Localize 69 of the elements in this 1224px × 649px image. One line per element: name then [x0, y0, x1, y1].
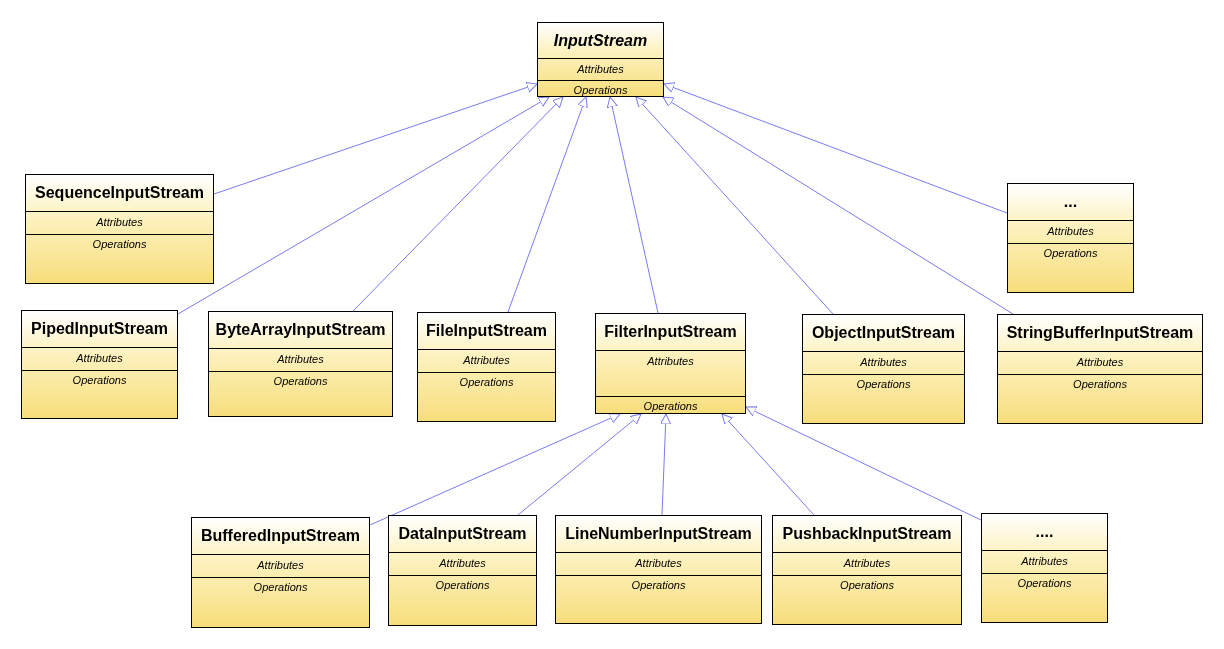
attributes-label: Attributes: [439, 557, 486, 569]
operations-label: Operations: [1073, 378, 1127, 390]
attributes-label: Attributes: [463, 354, 510, 366]
class-name: ByteArrayInputStream: [215, 321, 386, 339]
operations-label: Operations: [643, 400, 698, 412]
class-name: FilterInputStream: [604, 323, 737, 341]
attributes-label: Attributes: [277, 353, 324, 365]
class-box: [388, 515, 537, 626]
inheritance-arrow: [507, 96, 588, 313]
operations-label: Operations: [631, 579, 686, 591]
class-name: StringBufferInputStream: [1006, 324, 1194, 342]
attributes-label: Attributes: [1047, 225, 1094, 237]
class-box: [772, 515, 962, 625]
operations-label: Operations: [273, 375, 328, 387]
class-name: FileInputStream: [426, 322, 547, 340]
inheritance-arrow: [662, 96, 1014, 315]
class-box: [555, 515, 762, 624]
operations-label: Operations: [459, 376, 514, 388]
class-name: DataInputStream: [398, 525, 527, 543]
class-box: [191, 517, 370, 628]
class-box: [21, 310, 178, 419]
attributes-label: Attributes: [635, 557, 682, 569]
inheritance-arrow: [663, 82, 1008, 214]
class-name: ObjectInputStream: [811, 324, 956, 342]
operations-label: Operations: [840, 579, 894, 591]
class-box: [25, 174, 214, 284]
class-name: ...: [1063, 193, 1078, 211]
attributes-label: Attributes: [647, 355, 694, 367]
attributes-label: Attributes: [76, 352, 123, 364]
class-name: LineNumberInputStream: [565, 525, 752, 543]
operations-label: Operations: [435, 579, 490, 591]
class-name: BufferedInputStream: [200, 527, 361, 545]
inheritance-arrow: [517, 413, 642, 516]
inheritance-arrow: [660, 413, 672, 516]
operations-label: Operations: [72, 374, 127, 386]
class-name: SequenceInputStream: [35, 184, 204, 202]
class-box: [981, 513, 1108, 623]
class-name: ....: [1035, 523, 1054, 541]
attributes-label: Attributes: [860, 356, 907, 368]
class-name: PushbackInputStream: [782, 525, 952, 543]
class-box: [595, 313, 746, 414]
class-box: [1007, 183, 1134, 293]
attributes-label: Attributes: [1076, 356, 1124, 368]
attributes-label: Attributes: [577, 63, 624, 75]
operations-label: Operations: [253, 581, 308, 593]
inheritance-arrow: [635, 96, 834, 315]
operations-label: Operations: [1043, 247, 1098, 259]
class-name: InputStream: [553, 31, 648, 50]
inheritance-arrow: [606, 96, 659, 314]
attributes-label: Attributes: [1021, 555, 1068, 567]
class-box: [802, 314, 965, 424]
operations-label: Operations: [856, 378, 911, 390]
operations-label: Operations: [1017, 577, 1072, 589]
operations-label: Operations: [92, 238, 147, 250]
operations-label: Operations: [573, 84, 628, 96]
inheritance-arrow: [177, 96, 550, 315]
inheritance-arrow: [352, 96, 564, 312]
inheritance-arrow: [745, 406, 982, 521]
attributes-label: Attributes: [96, 216, 143, 228]
class-box: [997, 314, 1203, 424]
class-box: [208, 311, 393, 417]
inheritance-arrow: [213, 82, 538, 195]
attributes-label: Attributes: [257, 559, 304, 571]
class-box: [537, 22, 664, 97]
inheritance-arrow: [721, 413, 815, 516]
attributes-label: Attributes: [843, 557, 891, 569]
inheritance-arrow: [369, 413, 621, 526]
class-box: [417, 312, 556, 422]
class-name: PipedInputStream: [31, 320, 168, 338]
